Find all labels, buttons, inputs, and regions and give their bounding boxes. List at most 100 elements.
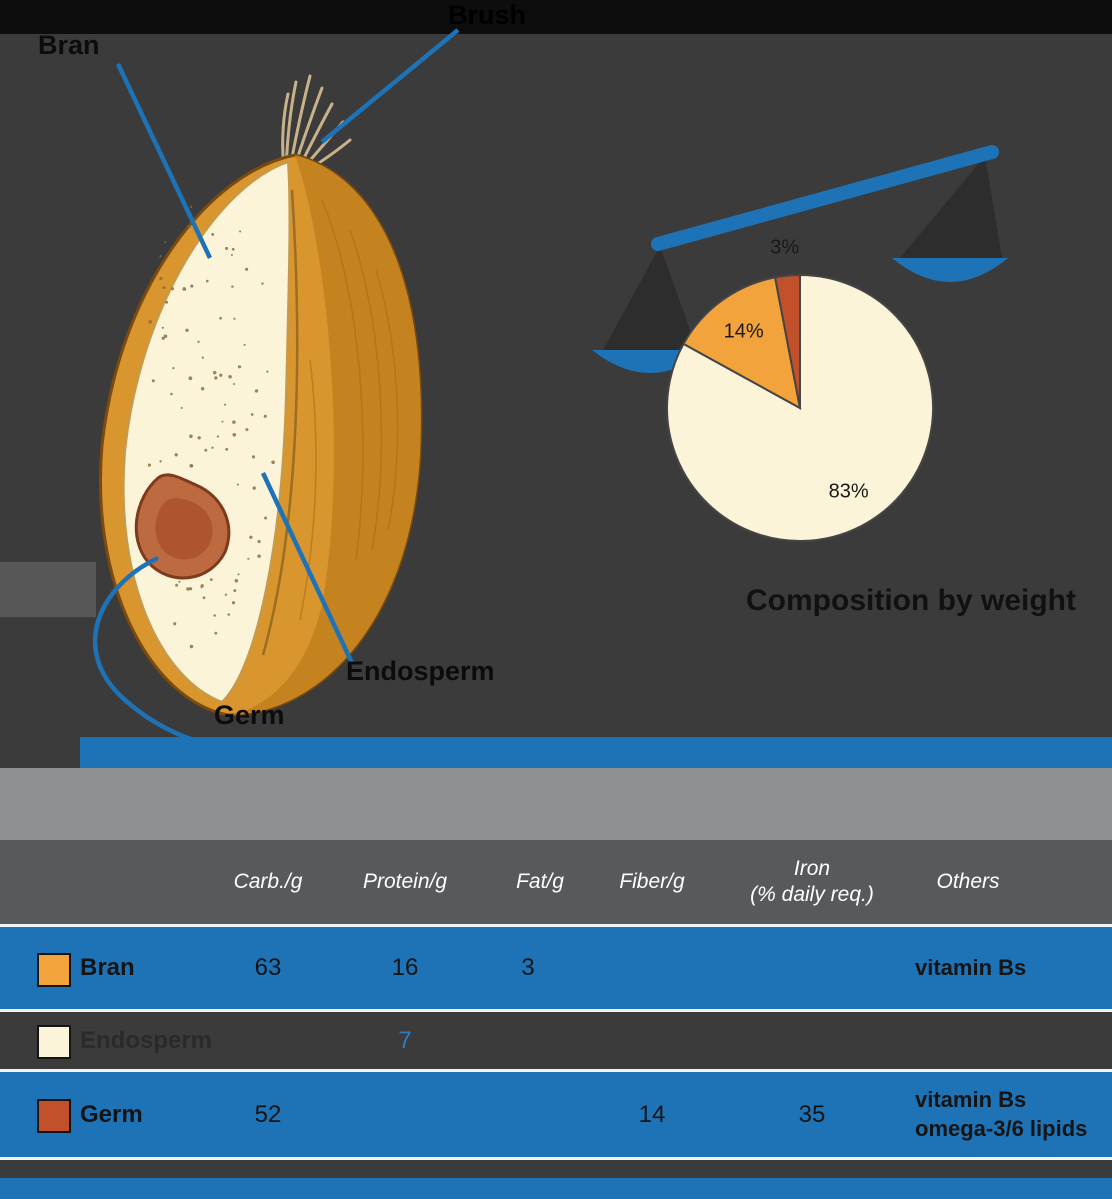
speckle-dot — [214, 631, 218, 635]
endosperm-leader-line — [260, 472, 355, 664]
germ-fiber: 14 — [584, 1072, 720, 1157]
col-header-fiber-label: Fiber/g — [619, 870, 685, 893]
speckle-dot — [237, 573, 240, 576]
speckle-dot — [249, 535, 253, 539]
row-separator — [0, 1009, 1112, 1012]
col-header-others: Others — [868, 840, 1068, 924]
speckle-dot — [250, 413, 254, 416]
speckle-dot — [182, 287, 187, 291]
speckle-dot — [189, 463, 194, 468]
speckle-dot — [231, 247, 235, 251]
speckle-dot — [161, 336, 165, 340]
table-row-germ: Germ 52 14 35 vitamin Bs omega-3/6 lipid… — [0, 1072, 1112, 1157]
crease-line — [261, 189, 299, 656]
germ-swatch — [37, 1099, 71, 1133]
speckle-dot — [264, 516, 268, 520]
germ-carb-value: 52 — [254, 1100, 282, 1128]
speckle-dot — [174, 453, 178, 457]
speckle-dot — [161, 326, 164, 329]
endosperm-carb — [200, 1012, 336, 1069]
bran-leader-line — [115, 63, 213, 259]
speckle-dot — [205, 279, 209, 283]
speckle-dot — [257, 539, 261, 544]
speckle-dot — [231, 285, 234, 288]
bran-fat-value: 3 — [521, 954, 535, 981]
speckle-dot — [227, 613, 231, 616]
blue-divider-bar — [80, 737, 1112, 768]
bran-others-line1: vitamin Bs — [915, 954, 1027, 980]
speckle-dot — [185, 328, 189, 332]
kernel-surface — [228, 155, 421, 715]
speckle-dot — [159, 276, 163, 281]
speckle-dot — [173, 622, 177, 626]
speckle-dot — [219, 373, 223, 377]
speckle-dot — [216, 435, 220, 438]
endosperm-speckles — [147, 205, 275, 649]
germ-leader-line — [93, 555, 209, 747]
speckle-dot — [214, 376, 218, 380]
speckle-dot — [204, 448, 208, 452]
speckle-dot — [213, 614, 216, 617]
composition-pie-chart: 83%14%3% — [666, 237, 935, 542]
col-header-protein: Protein/g — [337, 840, 473, 924]
germ-others-line1: vitamin Bs — [915, 1086, 1027, 1112]
speckle-dot — [202, 596, 206, 600]
speckle-dot — [245, 267, 249, 271]
left-pan-strings — [602, 246, 698, 352]
speckle-dot — [180, 406, 183, 409]
speckle-dot — [232, 420, 236, 424]
bran-others: vitamin Bs — [915, 927, 1112, 1009]
endosperm-name-label: Endosperm — [80, 1026, 213, 1054]
endosperm-protein: 7 — [337, 1012, 473, 1069]
endosperm-iron — [730, 1012, 894, 1069]
speckle-dot — [237, 365, 242, 369]
speckle-dot — [219, 316, 222, 320]
speckle-dot — [189, 644, 194, 649]
scale-beam — [651, 145, 999, 251]
speckle-dot — [252, 486, 256, 490]
wheat-kernel-illustration — [99, 74, 423, 717]
table-header-row: Carb./g Protein/g Fat/g Fiber/g Iron (% … — [0, 840, 1112, 924]
speckle-dot — [188, 587, 193, 591]
speckle-dot — [221, 420, 224, 423]
speckle-dot — [170, 392, 173, 396]
surface-texture — [299, 199, 399, 621]
right-pan — [892, 258, 1008, 282]
row-separator — [0, 1157, 1112, 1160]
col-header-protein-label: Protein/g — [362, 870, 448, 893]
pie-label-endosperm: 83% — [829, 480, 869, 502]
speckle-dot — [151, 379, 155, 383]
speckle-dot — [263, 414, 267, 418]
col-header-iron: Iron (% daily req.) — [730, 840, 894, 924]
speckle-dot — [159, 460, 162, 463]
speckle-dot — [245, 428, 249, 432]
speckle-dot — [234, 579, 239, 583]
speckle-dot — [175, 583, 179, 587]
brush-leader-line — [320, 28, 460, 144]
speckle-dot — [224, 593, 228, 596]
speckle-dot — [236, 483, 239, 486]
speckle-dot — [162, 286, 166, 290]
germ-others-line2: omega-3/6 lipids — [915, 1115, 1088, 1141]
speckle-dot — [266, 370, 269, 373]
speckle-dot — [230, 253, 233, 257]
endosperm-fiber — [584, 1012, 720, 1069]
gray-band — [0, 768, 1112, 840]
pie-label-germ: 3% — [770, 237, 799, 259]
bran-iron — [730, 927, 894, 1009]
balance-scale-icon — [592, 145, 1008, 373]
speckle-dot — [189, 205, 193, 209]
speckle-dot — [165, 300, 169, 304]
speckle-dot — [231, 601, 236, 605]
bottom-blue-bar — [0, 1178, 1112, 1199]
endosperm-name: Endosperm — [80, 1012, 240, 1069]
speckle-dot — [239, 230, 242, 233]
gray-patch — [0, 562, 96, 617]
speckle-dot — [189, 434, 193, 439]
endosperm-fat — [460, 1012, 596, 1069]
speckle-dot — [261, 282, 264, 285]
speckle-dot — [225, 447, 229, 451]
endosperm-protein-value: 7 — [398, 1026, 412, 1054]
